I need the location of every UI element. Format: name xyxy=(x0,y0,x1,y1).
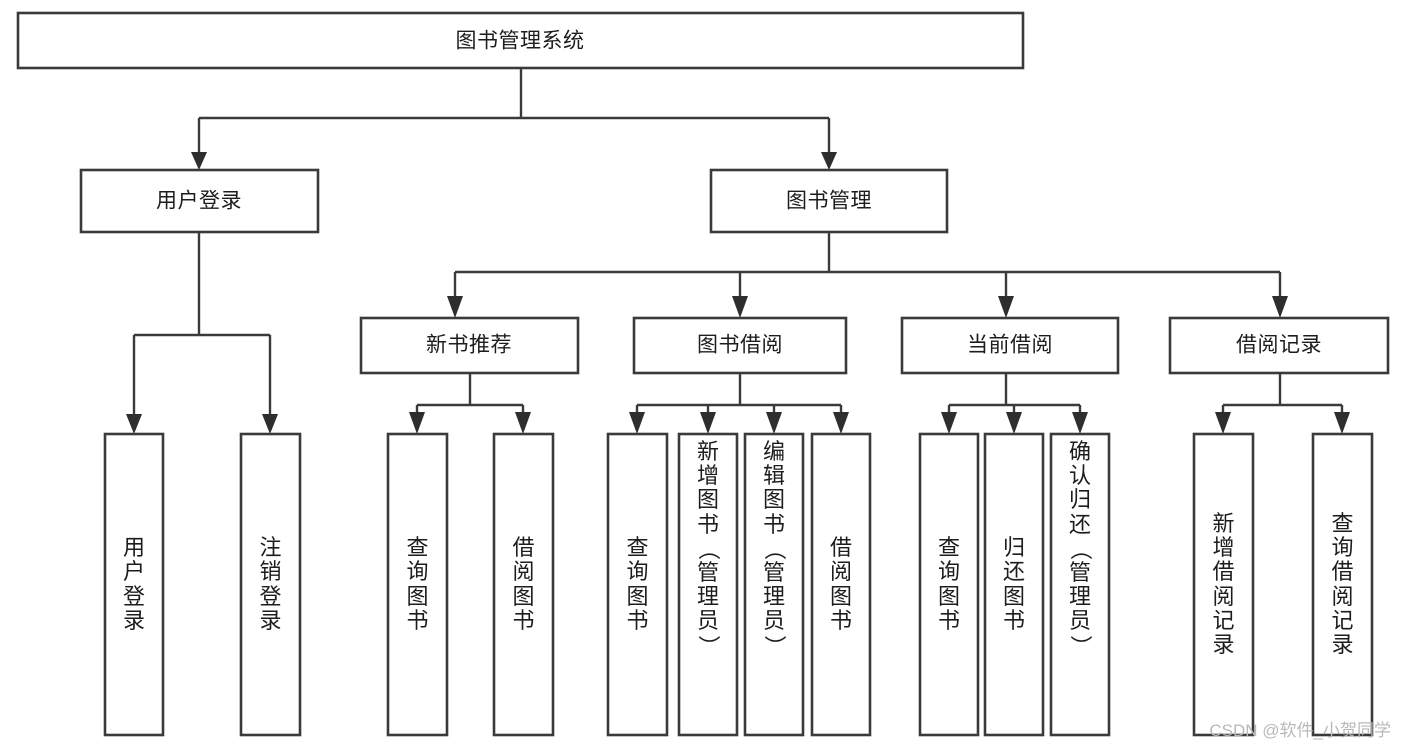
connector-group-currentborrow-to-leaves xyxy=(941,373,1088,434)
node-current-borrow-label: 当前借阅 xyxy=(967,334,1053,357)
leaf-return-book[interactable] xyxy=(983,432,1045,737)
node-user-login[interactable] xyxy=(79,168,320,234)
connector-group-newbook-to-leaves xyxy=(409,373,531,434)
node-borrow-record-label: 借阅记录 xyxy=(1236,334,1322,357)
connector-group-bookborrow-to-leaves xyxy=(629,373,849,434)
connector-group-root-to-level2 xyxy=(191,68,837,170)
leaf-add-book-admin[interactable] xyxy=(677,432,739,737)
leaf-query-book-current[interactable] xyxy=(918,432,980,737)
leaf-add-borrow-record[interactable] xyxy=(1192,432,1255,737)
connector-group-borrowrecord-to-leaves xyxy=(1215,373,1350,434)
node-book-borrow[interactable] xyxy=(632,316,848,375)
node-book-management[interactable] xyxy=(709,168,949,234)
node-root[interactable] xyxy=(16,11,1025,70)
leaf-confirm-return-admin[interactable] xyxy=(1049,432,1111,737)
leaf-borrow-book[interactable] xyxy=(810,432,872,737)
node-book-borrow-label: 图书借阅 xyxy=(697,334,783,357)
leaf-edit-book-admin[interactable] xyxy=(743,432,805,737)
csdn-watermark: CSDN @软件_小贺同学 xyxy=(1209,721,1391,740)
leaf-query-borrow-record[interactable] xyxy=(1311,432,1374,737)
leaf-user-login[interactable] xyxy=(103,432,165,737)
connector-group-userlogin-to-leaves xyxy=(126,232,278,434)
leaf-logout-login[interactable] xyxy=(239,432,302,737)
node-root-label: 图书管理系统 xyxy=(456,30,585,53)
leaf-query-book-newbook[interactable] xyxy=(386,432,449,737)
leaf-borrow-book-newbook[interactable] xyxy=(492,432,555,737)
node-user-login-label: 用户登录 xyxy=(156,190,242,213)
node-new-book-recommend[interactable] xyxy=(359,316,580,375)
node-current-borrow[interactable] xyxy=(900,316,1120,375)
node-book-management-label: 图书管理 xyxy=(786,190,872,213)
leaf-query-book-borrow[interactable] xyxy=(606,432,669,737)
connector-group-bookmgmt-to-level3 xyxy=(447,232,1288,318)
node-borrow-record[interactable] xyxy=(1168,316,1390,375)
node-new-book-recommend-label: 新书推荐 xyxy=(426,334,512,357)
